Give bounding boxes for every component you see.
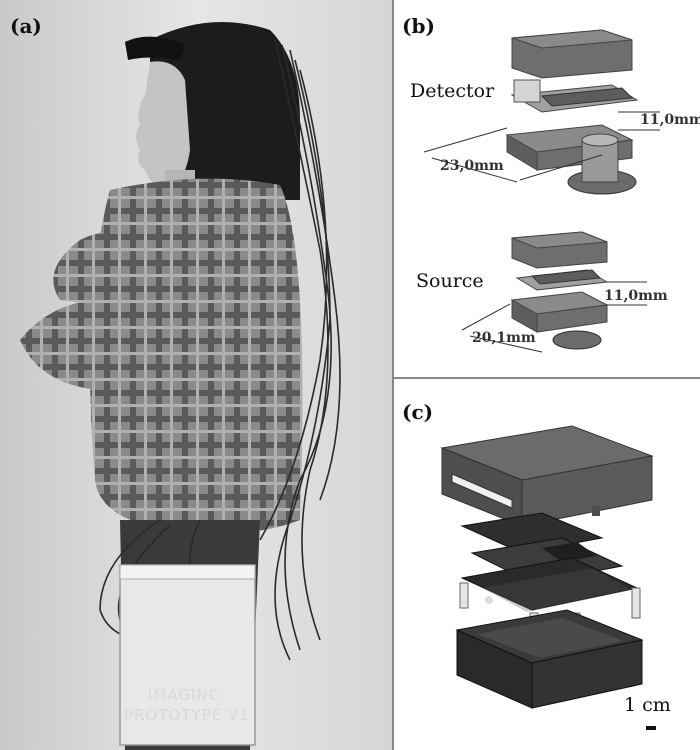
detector-board — [510, 79, 639, 113]
source-lid — [511, 231, 608, 269]
box-text-line2: PROTOTYPE V1 — [124, 706, 250, 724]
enclosure-lid — [440, 425, 654, 527]
box-text-line1: IMAGINC — [148, 686, 221, 704]
scale-label: 1 cm — [624, 694, 671, 716]
photo-panel: (a) IMAGINC PROTOTYPE V1 — [0, 0, 392, 750]
modules-panel: (b) Detector 11,0mm 23,0mm Source 11,0mm… — [392, 0, 700, 378]
enclosure-drawing — [440, 425, 656, 730]
source-board — [515, 269, 609, 291]
detector-width-dim: 23,0mm — [440, 158, 504, 174]
panel-b-label: (b) — [402, 14, 435, 38]
modules-drawing — [423, 29, 660, 353]
detector-lid — [511, 29, 633, 79]
person-photo — [0, 0, 392, 750]
panel-divider-vertical — [392, 0, 394, 750]
enclosure-base — [455, 609, 644, 709]
source-width-dim: 20,1mm — [472, 330, 536, 346]
panel-a-label: (a) — [10, 14, 42, 38]
source-label: Source — [416, 270, 484, 292]
detector-label: Detector — [410, 80, 495, 102]
panel-divider-horizontal — [392, 377, 700, 379]
source-height-dim: 11,0mm — [604, 288, 668, 304]
detector-height-dim: 11,0mm — [640, 112, 700, 128]
source-base — [510, 291, 609, 350]
board-stack — [459, 512, 641, 646]
enclosure-panel: (c) 1 cm — [392, 378, 700, 750]
scale-bar — [646, 726, 656, 730]
detector-base — [505, 124, 637, 195]
panel-c-label: (c) — [402, 400, 434, 424]
